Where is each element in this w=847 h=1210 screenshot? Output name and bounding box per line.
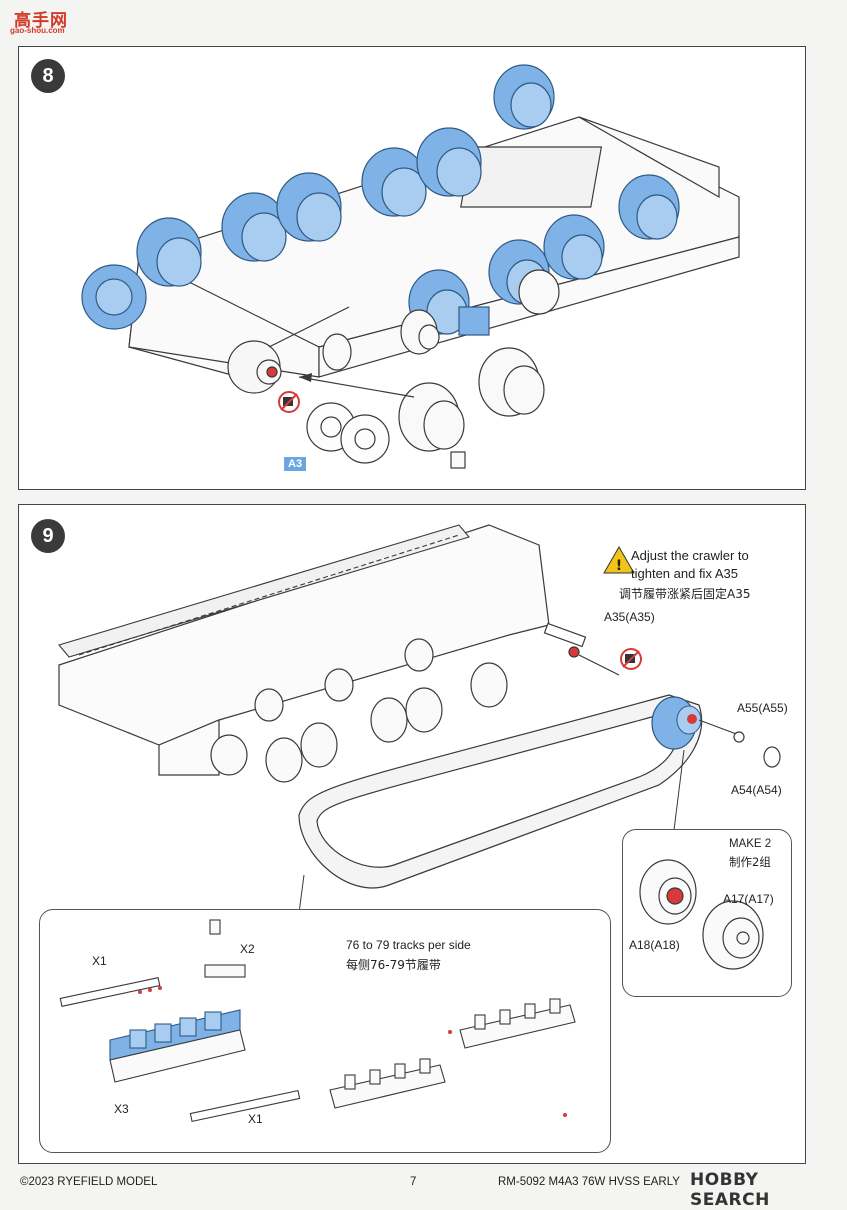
watermark-logo: 高手网 gao-shou.com: [6, 4, 76, 38]
label-x1-bottom: X1: [248, 1112, 263, 1126]
glue-icon-step8: [278, 391, 300, 413]
adjust-note-cn: 调节履带涨紧后固定A35: [619, 587, 751, 601]
adjust-note: Adjust the crawler to tighten and fix A3…: [631, 547, 801, 583]
step9-road-wheels: [210, 638, 508, 783]
track-strips: [329, 998, 576, 1109]
upper-track: [58, 524, 470, 658]
footer-copyright: ©2023 RYEFIELD MODEL: [20, 1176, 158, 1188]
step-9-badge: 9: [31, 519, 65, 553]
step-9-illustration: !: [58, 524, 781, 914]
label-make2-cn: 制作2组: [729, 855, 771, 869]
make2-subpanel: MAKE 2 制作2组 A17(A17) A18(A18): [622, 829, 792, 997]
adjust-note-line1: Adjust the crawler to: [631, 548, 749, 563]
step-8-badge: 8: [31, 59, 65, 93]
step-9-panel: 9: [18, 504, 806, 1164]
exploded-wheels: [322, 269, 560, 469]
track-assembly-subpanel: X1 X2 X3 X1 76 to 79 tracks per side 每侧7…: [39, 909, 611, 1153]
label-a35: A35(A35): [604, 610, 655, 624]
label-a55: A55(A55): [737, 701, 788, 715]
exploded-sprockets: [306, 402, 390, 464]
idler-wheel-exploded: [639, 859, 764, 970]
label-a18: A18(A18): [629, 938, 680, 952]
blue-track-block: [109, 1009, 241, 1061]
svg-text:!: !: [616, 558, 622, 574]
blue-idler: [651, 696, 702, 750]
tracks-note: 76 to 79 tracks per side: [346, 938, 471, 952]
watermark-sub: gao-shou.com: [10, 26, 65, 35]
warning-icon: !: [603, 545, 635, 574]
label-x2: X2: [240, 942, 255, 956]
label-make2: MAKE 2: [729, 838, 772, 850]
step-8-illustration: [81, 64, 740, 469]
watermark-text: 高手网: [14, 11, 68, 31]
label-a54: A54(A54): [731, 783, 782, 797]
footer-page-number: 7: [410, 1176, 417, 1188]
tag-a3: A3: [284, 457, 307, 471]
top-bogie-wheels: [136, 64, 555, 287]
adjust-note-line2: tighten and fix A35: [631, 566, 738, 581]
label-x3: X3: [114, 1102, 129, 1116]
footer-product: RM-5092 M4A3 76W HVSS EARLY: [498, 1176, 680, 1188]
tracks-note-cn: 每侧76-79节履带: [346, 958, 441, 972]
track-links-illustration: [59, 919, 576, 1123]
label-a17: A17(A17): [723, 892, 774, 906]
label-x1-top: X1: [92, 954, 107, 968]
hobby-search-logo: HOBBY SEARCH: [690, 1170, 770, 1210]
glue-icon-step9: [620, 648, 642, 670]
step-8-panel: 8: [18, 46, 806, 490]
